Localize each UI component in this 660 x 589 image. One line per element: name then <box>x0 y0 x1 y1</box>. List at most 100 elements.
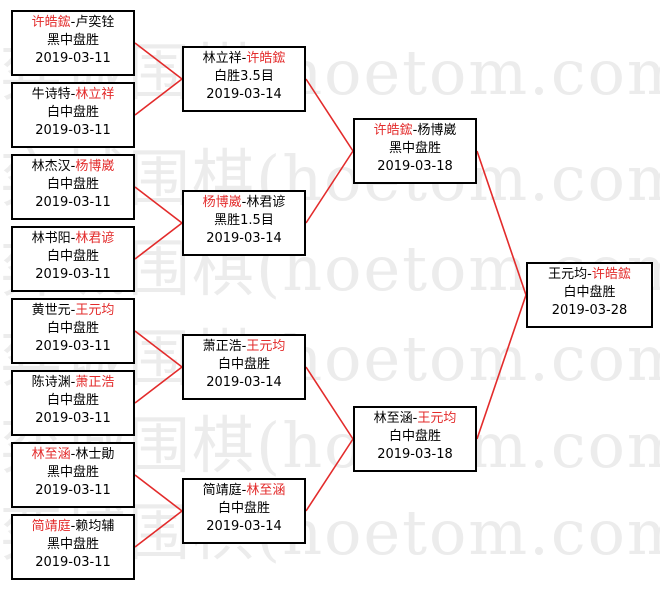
match-result: 白中盘胜 <box>46 393 99 408</box>
player-right: 萧正浩 <box>75 375 115 390</box>
player-right: 杨博崴 <box>75 159 115 174</box>
connector-line-1 <box>134 42 183 80</box>
connector-line-9 <box>305 78 354 152</box>
player-right: 许皓鋐 <box>591 267 631 282</box>
match-date: 2019-03-11 <box>35 123 111 138</box>
match-players: 简靖庭-林至涵 <box>202 483 286 498</box>
match-players: 简靖庭-赖均辅 <box>31 519 115 534</box>
match-date: 2019-03-14 <box>206 231 282 246</box>
player-left: 陈诗渊 <box>31 375 71 390</box>
match-result: 黑胜1.5目 <box>214 213 274 228</box>
player-left: 王元均 <box>548 267 588 282</box>
player-left: 简靖庭 <box>202 483 242 498</box>
match-date: 2019-03-18 <box>377 159 453 174</box>
match-box-r1m6: 陈诗渊-萧正浩 白中盘胜 2019-03-11 <box>11 370 135 436</box>
player-left: 牛诗特 <box>31 87 71 102</box>
match-date: 2019-03-28 <box>551 303 628 318</box>
match-players: 林至涵-王元均 <box>373 411 457 426</box>
match-result: 白中盘胜 <box>46 321 99 336</box>
connector-line-12 <box>305 438 354 512</box>
match-result: 白中盘胜 <box>46 105 99 120</box>
connector-line-5 <box>134 330 183 368</box>
match-result: 白中盘胜 <box>388 429 441 444</box>
match-box-r2m4: 简靖庭-林至涵 白中盘胜 2019-03-14 <box>182 478 306 544</box>
match-date: 2019-03-11 <box>35 411 111 426</box>
player-left: 林至涵 <box>31 447 71 462</box>
connector-line-13 <box>476 150 527 296</box>
player-left: 许皓鋐 <box>31 15 71 30</box>
match-date: 2019-03-14 <box>206 87 282 102</box>
match-date: 2019-03-11 <box>35 195 111 210</box>
player-right: 王元均 <box>75 303 115 318</box>
player-left: 许皓鋐 <box>373 123 413 138</box>
match-players: 牛诗特-林立祥 <box>31 87 115 102</box>
player-left: 林立祥 <box>202 51 242 66</box>
match-date: 2019-03-11 <box>35 555 111 570</box>
match-box-r3m2: 林至涵-王元均 白中盘胜 2019-03-18 <box>353 406 477 472</box>
player-right: 许皓鋐 <box>246 51 286 66</box>
connector-line-10 <box>305 150 354 224</box>
connector-line-11 <box>305 366 354 440</box>
match-result: 白中盘胜 <box>46 177 99 192</box>
player-right: 林君谚 <box>246 195 286 210</box>
player-right: 林至涵 <box>246 483 286 498</box>
match-players: 林杰汉-杨博崴 <box>31 159 115 174</box>
match-players: 许皓鋐-杨博崴 <box>373 123 457 138</box>
match-result: 白胜3.5目 <box>214 69 274 84</box>
player-right: 卢奕铨 <box>75 15 115 30</box>
player-right: 王元均 <box>246 339 286 354</box>
match-date: 2019-03-14 <box>206 375 282 390</box>
match-result: 黑中盘胜 <box>46 33 99 48</box>
match-box-r1m3: 林杰汉-杨博崴 白中盘胜 2019-03-11 <box>11 154 135 220</box>
match-players: 黄世元-王元均 <box>31 303 115 318</box>
match-players: 林书阳-林君谚 <box>31 231 115 246</box>
player-left: 杨博崴 <box>202 195 242 210</box>
match-result: 白中盘胜 <box>217 501 270 516</box>
match-box-r1m8: 简靖庭-赖均辅 黑中盘胜 2019-03-11 <box>11 514 135 580</box>
player-left: 林杰汉 <box>31 159 71 174</box>
match-players: 林立祥-许皓鋐 <box>202 51 286 66</box>
match-players: 王元均-许皓鋐 <box>548 267 631 282</box>
match-result: 黑中盘胜 <box>388 141 441 156</box>
match-players: 陈诗渊-萧正浩 <box>31 375 115 390</box>
connector-line-6 <box>134 366 183 404</box>
match-players: 林至涵-林士勛 <box>31 447 115 462</box>
match-box-r1m1: 许皓鋐-卢奕铨 黑中盘胜 2019-03-11 <box>11 10 135 76</box>
match-date: 2019-03-14 <box>206 519 282 534</box>
match-box-r2m2: 杨博崴-林君谚 黑胜1.5目 2019-03-14 <box>182 190 306 256</box>
player-right: 王元均 <box>417 411 457 426</box>
match-box-r1m2: 牛诗特-林立祥 白中盘胜 2019-03-11 <box>11 82 135 148</box>
connector-line-4 <box>134 222 183 260</box>
connector-line-2 <box>134 78 183 116</box>
match-date: 2019-03-11 <box>35 267 111 282</box>
player-left: 萧正浩 <box>202 339 242 354</box>
match-box-r2m3: 萧正浩-王元均 白中盘胜 2019-03-14 <box>182 334 306 400</box>
match-players: 许皓鋐-卢奕铨 <box>31 15 115 30</box>
player-right: 林立祥 <box>75 87 115 102</box>
match-result: 黑中盘胜 <box>46 537 99 552</box>
player-right: 赖均辅 <box>75 519 115 534</box>
player-right: 林君谚 <box>75 231 115 246</box>
match-date: 2019-03-18 <box>377 447 453 462</box>
connector-line-3 <box>134 186 183 224</box>
player-left: 简靖庭 <box>31 519 71 534</box>
player-left: 黄世元 <box>31 303 71 318</box>
connector-line-7 <box>134 474 183 512</box>
match-result: 白中盘胜 <box>46 249 99 264</box>
player-left: 林书阳 <box>31 231 71 246</box>
match-date: 2019-03-11 <box>35 51 111 66</box>
match-date: 2019-03-11 <box>35 483 111 498</box>
match-box-r2m1: 林立祥-许皓鋐 白胜3.5目 2019-03-14 <box>182 46 306 112</box>
match-date: 2019-03-11 <box>35 339 111 354</box>
match-box-r1m7: 林至涵-林士勛 黑中盘胜 2019-03-11 <box>11 442 135 508</box>
match-box-r3m1: 许皓鋐-杨博崴 黑中盘胜 2019-03-18 <box>353 118 477 184</box>
match-result: 黑中盘胜 <box>46 465 99 480</box>
connector-line-8 <box>134 510 183 548</box>
match-result: 白中盘胜 <box>217 357 270 372</box>
player-left: 林至涵 <box>373 411 413 426</box>
match-box-r1m5: 黄世元-王元均 白中盘胜 2019-03-11 <box>11 298 135 364</box>
connector-line-14 <box>476 294 527 440</box>
match-box-r1m4: 林书阳-林君谚 白中盘胜 2019-03-11 <box>11 226 135 292</box>
